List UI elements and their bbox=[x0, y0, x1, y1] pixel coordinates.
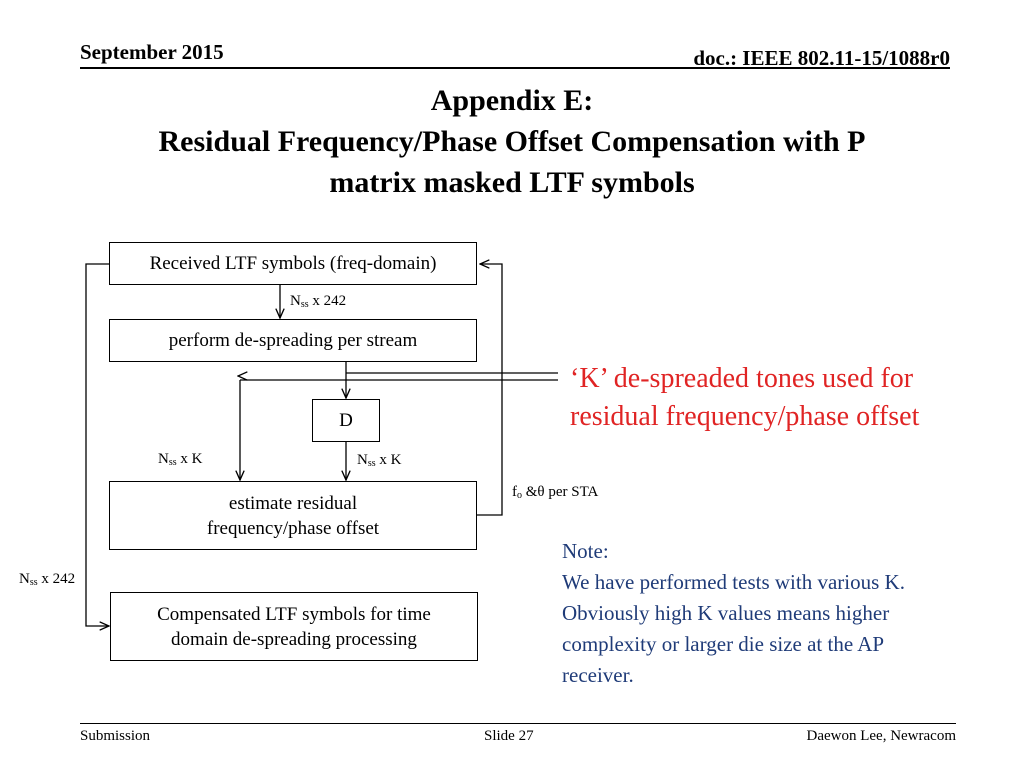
footer-submission: Submission bbox=[80, 728, 151, 744]
annotation-line-1: ‘K’ de-spreaded tones used for bbox=[570, 363, 914, 394]
label-fo-theta-rest: &θ per STA bbox=[522, 484, 599, 500]
label-nss-242-top: Nss x 242 bbox=[290, 293, 346, 310]
box-estimate-line-2: frequency/phase offset bbox=[206, 517, 380, 539]
footer-author: Daewon Lee, Newracom bbox=[806, 728, 956, 744]
label-fo-theta: fo &θ per STA bbox=[512, 484, 598, 501]
note-block: Note: We have performed tests with vario… bbox=[562, 536, 1002, 691]
label-nss-242-top-n: N bbox=[290, 293, 301, 309]
title-line-2: Residual Frequency/Phase Offset Compensa… bbox=[158, 125, 866, 158]
label-nss-242-top-rest: x 242 bbox=[308, 293, 347, 309]
label-nss-242-left-n: N bbox=[19, 571, 30, 587]
label-nss-242-left-rest: x 242 bbox=[37, 571, 76, 587]
footer-rule bbox=[80, 723, 956, 724]
label-nss-k-left-rest: x K bbox=[176, 451, 203, 467]
box-received-ltf-label: Received LTF symbols (freq-domain) bbox=[149, 253, 437, 274]
label-fo-theta-sub: o bbox=[517, 490, 522, 501]
label-nss-242-left-sub: ss bbox=[29, 577, 38, 588]
feedback-loop bbox=[477, 264, 503, 516]
label-nss-242-left: Nss x 242 bbox=[19, 571, 75, 588]
box-estimate: estimate residual frequency/phase offset bbox=[109, 481, 477, 550]
box-received-ltf: Received LTF symbols (freq-domain) bbox=[109, 242, 477, 285]
header-date: September 2015 bbox=[80, 40, 224, 64]
label-nss-k-right-sub: ss bbox=[367, 458, 376, 469]
box-delay: D bbox=[312, 399, 380, 442]
box-compensated-line-1: Compensated LTF symbols for time bbox=[157, 603, 431, 625]
label-nss-k-left-sub: ss bbox=[168, 457, 177, 468]
box-compensated: Compensated LTF symbols for time domain … bbox=[110, 592, 478, 661]
note-line-3: complexity or larger die size at the AP bbox=[562, 632, 885, 656]
label-nss-k-right-n: N bbox=[357, 452, 368, 468]
header-doc-id: doc.: IEEE 802.11-15/1088r0 bbox=[693, 46, 950, 70]
slide-title: Appendix E: Residual Frequency/Phase Off… bbox=[0, 80, 1024, 203]
box-estimate-line-1: estimate residual bbox=[228, 492, 358, 514]
note-line-4: receiver. bbox=[562, 663, 634, 687]
title-line-3: matrix masked LTF symbols bbox=[329, 166, 695, 199]
note-heading: Note: bbox=[562, 539, 609, 563]
box-delay-label: D bbox=[339, 410, 353, 431]
footer-slide-number: Slide 27 bbox=[484, 728, 534, 744]
box-compensated-line-2: domain de-spreading processing bbox=[171, 628, 417, 650]
bypass-loop bbox=[85, 263, 110, 626]
box-despread-label: perform de-spreading per stream bbox=[168, 330, 418, 351]
note-line-1: We have performed tests with various K. bbox=[562, 570, 905, 594]
label-fo-theta-n: f bbox=[512, 484, 517, 500]
title-line-1: Appendix E: bbox=[430, 84, 594, 117]
label-nss-k-left-n: N bbox=[158, 451, 169, 467]
label-nss-242-top-sub: ss bbox=[300, 299, 309, 310]
header-rule bbox=[80, 67, 950, 69]
label-nss-k-right: Nss x K bbox=[357, 452, 401, 469]
label-nss-k-right-rest: x K bbox=[375, 452, 402, 468]
label-nss-k-left: Nss x K bbox=[158, 451, 202, 468]
box-despread: perform de-spreading per stream bbox=[109, 319, 477, 362]
note-line-2: Obviously high K values means higher bbox=[562, 601, 890, 625]
annotation-line-2: residual frequency/phase offset bbox=[570, 401, 920, 432]
annotation-k-tones: ‘K’ de-spreaded tones used for residual … bbox=[570, 360, 1010, 436]
